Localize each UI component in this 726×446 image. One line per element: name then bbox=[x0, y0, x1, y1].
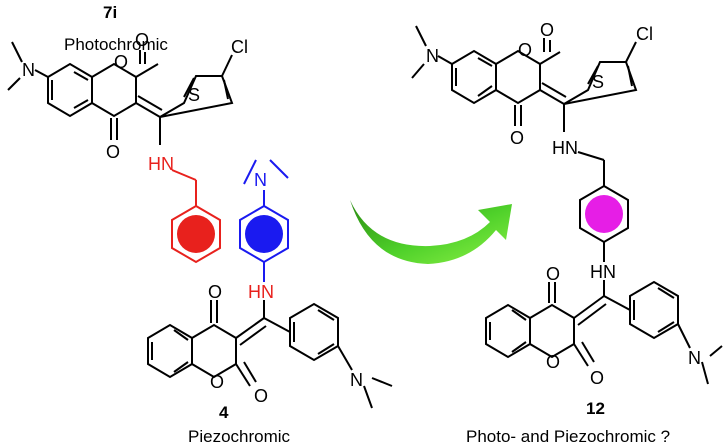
compound-number-4: 4 bbox=[219, 403, 229, 422]
atom-s-7i: S bbox=[188, 85, 200, 105]
compound-number-12: 12 bbox=[586, 399, 605, 418]
red-ring-fill bbox=[177, 215, 215, 253]
atom-o-carbonyl-12-bottom: O bbox=[590, 368, 604, 388]
atom-o-ring-7i: O bbox=[114, 52, 128, 72]
atom-cl-12: Cl bbox=[636, 24, 653, 44]
atom-n-7i: N bbox=[22, 60, 35, 80]
atom-o-carbonyl-12-top: O bbox=[540, 20, 554, 40]
atom-n-12-top: N bbox=[426, 46, 439, 66]
compound-caption-7i: Photochromic bbox=[64, 35, 168, 54]
atom-hn-12-bottom: HN bbox=[590, 262, 616, 282]
atom-hn-4: HN bbox=[248, 282, 274, 302]
atom-n-12-bottom: N bbox=[688, 348, 701, 368]
magenta-ring-fill bbox=[585, 195, 623, 233]
compound-caption-4: Piezochromic bbox=[188, 427, 291, 446]
atom-hn-7i: HN bbox=[148, 154, 174, 174]
compound-12-bottom bbox=[485, 280, 723, 385]
compound-7i-benzyl bbox=[171, 169, 221, 264]
atom-cl-7i: Cl bbox=[231, 37, 248, 57]
atom-o-keto-4: O bbox=[208, 282, 222, 302]
atom-o-keto-7i: O bbox=[106, 142, 120, 162]
compound-caption-12: Photo- and Piezochromic ? bbox=[466, 427, 670, 446]
atom-o-ring-12-bottom: O bbox=[546, 352, 560, 372]
atom-o-ring-12-top: O bbox=[518, 40, 532, 60]
compound-7i-structure bbox=[7, 41, 234, 145]
atom-s-12: S bbox=[592, 72, 604, 92]
atom-hn-12-top: HN bbox=[552, 138, 578, 158]
atom-o-keto-12-bottom: O bbox=[546, 264, 560, 284]
compound-12-linker bbox=[579, 184, 629, 296]
blue-ring-fill bbox=[245, 215, 283, 253]
compound-12-top bbox=[411, 25, 638, 186]
atom-n-4: N bbox=[350, 370, 363, 390]
atom-o-carbonyl-7i: O bbox=[135, 30, 149, 50]
compound-4-structure bbox=[147, 300, 393, 409]
atom-o-ring-4: O bbox=[210, 372, 224, 392]
compound-number-7i: 7i bbox=[103, 3, 117, 22]
atom-n-blue: N bbox=[254, 170, 267, 190]
reaction-arrow bbox=[350, 200, 512, 264]
compound-4-aniline bbox=[239, 159, 289, 318]
atom-o-keto-12-top: O bbox=[510, 128, 524, 148]
atom-o-carbonyl-4: O bbox=[254, 386, 268, 406]
